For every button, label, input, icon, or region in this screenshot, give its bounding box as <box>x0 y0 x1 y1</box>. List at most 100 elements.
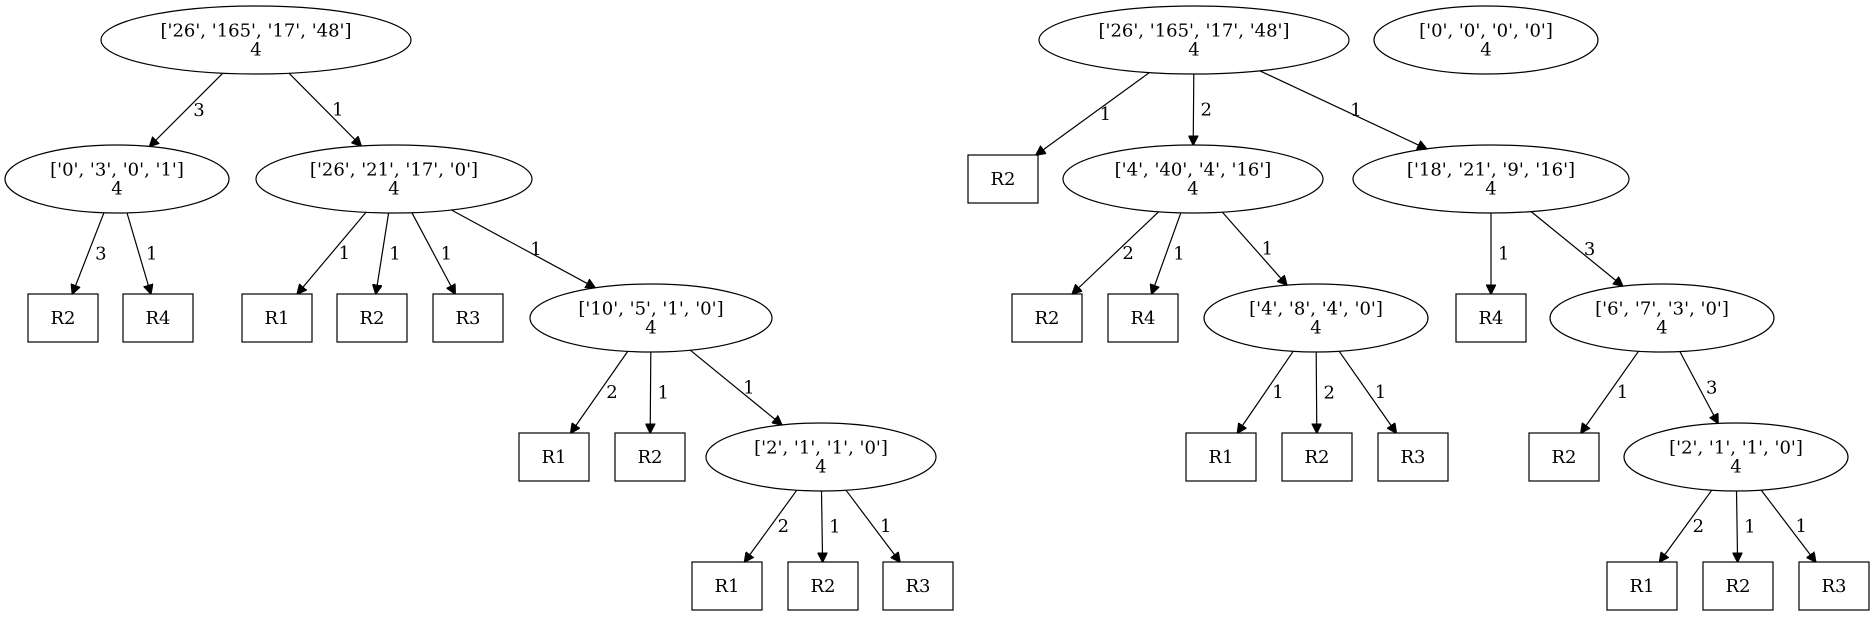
node-box <box>1798 561 1870 611</box>
node-label: R1 <box>1629 576 1654 597</box>
edge-a11-a12: 2 <box>745 489 798 562</box>
edge-label: 1 <box>146 243 157 264</box>
edge-b13-b15: 1 <box>1737 490 1756 562</box>
edge-line <box>845 489 900 562</box>
node-label: R2 <box>50 308 75 329</box>
node-a11: ['2', '1', '1', '0']4 <box>705 422 937 492</box>
node-label: R1 <box>714 576 739 597</box>
node-box <box>1606 561 1678 611</box>
edge-label: 1 <box>1350 100 1361 121</box>
node-b0: ['26', '165', '17', '48']4 <box>1038 5 1350 75</box>
edge-label: 2 <box>1201 100 1212 121</box>
node-label: R3 <box>905 576 930 597</box>
edge-a0-a1: 3 <box>150 72 224 146</box>
edge-line <box>745 489 798 562</box>
node-a13: R2 <box>787 561 859 611</box>
edge-line <box>1259 70 1427 149</box>
node-ellipse <box>100 5 412 75</box>
node-label: ['26', '165', '17', '48'] <box>160 21 351 42</box>
node-count: 4 <box>1187 179 1198 200</box>
edge-b6-b10: 2 <box>1316 351 1335 433</box>
edge-label: 1 <box>829 517 840 538</box>
node-count: 4 <box>1730 457 1741 478</box>
edge-line <box>1152 212 1182 294</box>
edge-label: 1 <box>1262 239 1273 260</box>
edge-b8-b13: 3 <box>1679 351 1718 424</box>
node-count: 4 <box>1480 40 1491 61</box>
node-box <box>967 154 1039 204</box>
edge-line <box>1338 350 1396 433</box>
node-label: R2 <box>359 308 384 329</box>
node-box <box>27 293 99 343</box>
node-label: R2 <box>1304 447 1329 468</box>
edge-line <box>72 212 105 294</box>
node-b11: R3 <box>1377 432 1449 482</box>
node-label: R2 <box>810 576 835 597</box>
node-box <box>336 293 408 343</box>
edge-a2-a7: 1 <box>411 212 455 294</box>
node-box <box>1377 432 1449 482</box>
edge-label: 2 <box>1693 516 1704 537</box>
node-label: ['2', '1', '1', '0'] <box>1669 438 1803 459</box>
edge-label: 2 <box>606 382 617 403</box>
node-label: ['26', '21', '17', '0'] <box>310 160 478 181</box>
node-label: ['0', '0', '0', '0'] <box>1419 21 1553 42</box>
edge-line <box>1660 489 1713 562</box>
node-box <box>1702 561 1774 611</box>
node-label: R2 <box>1034 308 1059 329</box>
edge-line <box>1760 489 1816 562</box>
edge-label: 1 <box>332 100 343 121</box>
node-b8: ['6', '7', '3', '0']4 <box>1549 283 1775 353</box>
node-ellipse <box>1203 283 1429 353</box>
edge-b6-b9: 1 <box>1237 350 1294 433</box>
node-a3: R2 <box>27 293 99 343</box>
node-label: R3 <box>1400 447 1425 468</box>
edge-label: 1 <box>1375 382 1386 403</box>
node-count: 4 <box>645 318 656 339</box>
node-count: 4 <box>1485 179 1496 200</box>
node-a14: R3 <box>882 561 954 611</box>
edge-label: 1 <box>1100 104 1111 125</box>
node-label: R3 <box>455 308 480 329</box>
edge-line <box>1581 350 1640 433</box>
node-box <box>787 561 859 611</box>
node-b12: R2 <box>1528 432 1600 482</box>
edge-line <box>1193 73 1194 145</box>
edge-label: 2 <box>778 516 789 537</box>
edge-a2-a6: 1 <box>376 212 401 294</box>
edge-a2-a5: 1 <box>297 211 367 294</box>
edge-line <box>288 72 361 146</box>
edge-b3-b8: 3 <box>1530 211 1623 287</box>
node-label: R1 <box>1208 447 1233 468</box>
node-box <box>1528 432 1600 482</box>
edge-line <box>650 351 651 433</box>
node-b6: ['4', '8', '4', '0']4 <box>1203 283 1429 353</box>
edge-label: 1 <box>389 244 400 265</box>
node-label: ['2', '1', '1', '0'] <box>754 438 888 459</box>
edge-label: 1 <box>658 383 669 404</box>
node-ellipse <box>1373 5 1599 75</box>
edge-b0-b1: 1 <box>1036 72 1150 155</box>
edge-line <box>376 212 390 294</box>
edge-line <box>1237 350 1294 433</box>
node-ellipse <box>705 422 937 492</box>
edge-line <box>1036 72 1150 155</box>
node-a9: R1 <box>518 432 590 482</box>
edge-label: 1 <box>1744 517 1755 538</box>
edge-label: 1 <box>1498 244 1509 265</box>
node-box <box>1185 432 1257 482</box>
node-b4: R2 <box>1011 293 1083 343</box>
node-label: R2 <box>637 447 662 468</box>
edge-label: 3 <box>1584 239 1595 260</box>
edge-label: 1 <box>530 239 541 260</box>
edge-label: 1 <box>743 378 754 399</box>
node-count: 4 <box>815 457 826 478</box>
node-b16: R3 <box>1798 561 1870 611</box>
edge-line <box>1316 351 1317 433</box>
edge-b0-b2: 2 <box>1193 73 1212 145</box>
edge-label: 1 <box>441 243 452 264</box>
node-a8: ['10', '5', '1', '0']4 <box>529 283 773 353</box>
node-label: R1 <box>541 447 566 468</box>
edge-line <box>450 209 595 288</box>
node-a4: R4 <box>122 293 194 343</box>
